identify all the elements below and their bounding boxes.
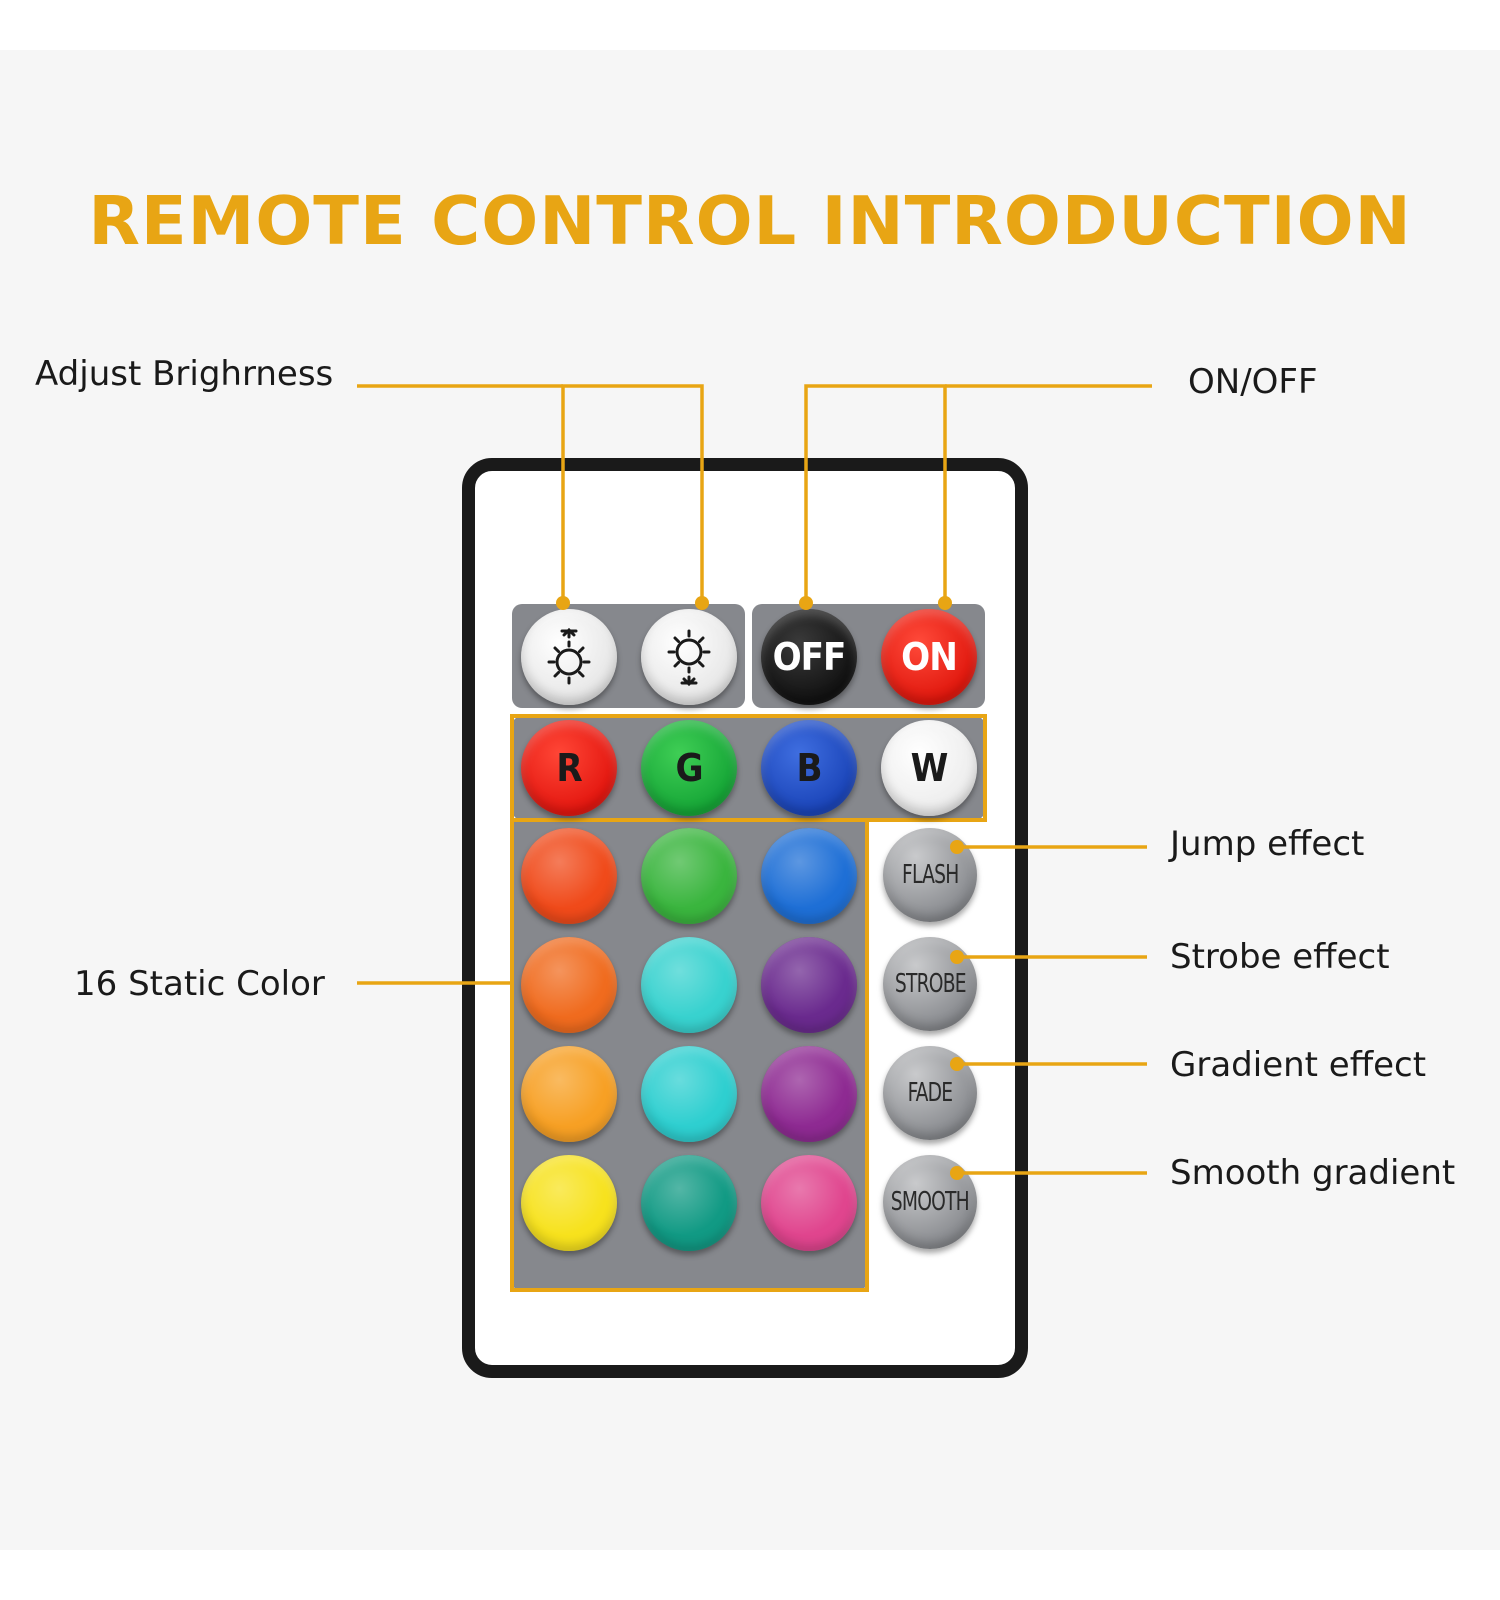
static-color-button[interactable]	[641, 1046, 737, 1142]
flash-button-label: FLASH	[901, 860, 959, 890]
white-button-label: W	[910, 746, 949, 790]
smooth-button[interactable]: SMOOTH	[883, 1155, 977, 1249]
static-color-button[interactable]	[521, 937, 617, 1033]
brightness-up-button[interactable]	[521, 609, 617, 705]
brightness-up-icon	[547, 627, 591, 685]
smooth-button-label: SMOOTH	[890, 1187, 970, 1217]
fade-button[interactable]: FADE	[883, 1046, 977, 1140]
brightness-down-button[interactable]	[641, 609, 737, 705]
callout-strobe-effect: Strobe effect	[1170, 937, 1390, 977]
static-color-button[interactable]	[521, 1046, 617, 1142]
red-button[interactable]: R	[521, 720, 617, 816]
strobe-button-label: STROBE	[894, 969, 967, 999]
flash-button[interactable]: FLASH	[883, 828, 977, 922]
static-color-button[interactable]	[641, 1155, 737, 1251]
on-button[interactable]: ON	[881, 609, 977, 705]
blue-button-label: B	[796, 746, 822, 790]
red-button-label: R	[556, 746, 582, 790]
off-button[interactable]: OFF	[761, 609, 857, 705]
callout-static-color: 16 Static Color	[74, 964, 325, 1004]
static-color-button[interactable]	[641, 828, 737, 924]
page-title: REMOTE CONTROL INTRODUCTION	[88, 182, 1412, 260]
static-color-button[interactable]	[641, 937, 737, 1033]
callout-smooth-gradient: Smooth gradient	[1170, 1153, 1456, 1193]
callout-adjust-brightness: Adjust Brighrness	[35, 354, 334, 394]
static-color-button[interactable]	[761, 1046, 857, 1142]
fade-button-label: FADE	[907, 1078, 953, 1108]
static-color-button[interactable]	[761, 1155, 857, 1251]
green-button[interactable]: G	[641, 720, 737, 816]
static-color-button[interactable]	[521, 1155, 617, 1251]
on-button-label: ON	[901, 635, 958, 679]
strobe-button[interactable]: STROBE	[883, 937, 977, 1031]
green-button-label: G	[675, 746, 703, 790]
blue-button[interactable]: B	[761, 720, 857, 816]
brightness-down-icon	[667, 629, 711, 687]
off-button-label: OFF	[772, 635, 847, 679]
static-color-button[interactable]	[521, 828, 617, 924]
callout-gradient-effect: Gradient effect	[1170, 1045, 1427, 1085]
static-color-button[interactable]	[761, 937, 857, 1033]
callout-on-off: ON/OFF	[1188, 362, 1318, 402]
static-color-button[interactable]	[761, 828, 857, 924]
callout-jump-effect: Jump effect	[1170, 824, 1365, 864]
white-button[interactable]: W	[881, 720, 977, 816]
